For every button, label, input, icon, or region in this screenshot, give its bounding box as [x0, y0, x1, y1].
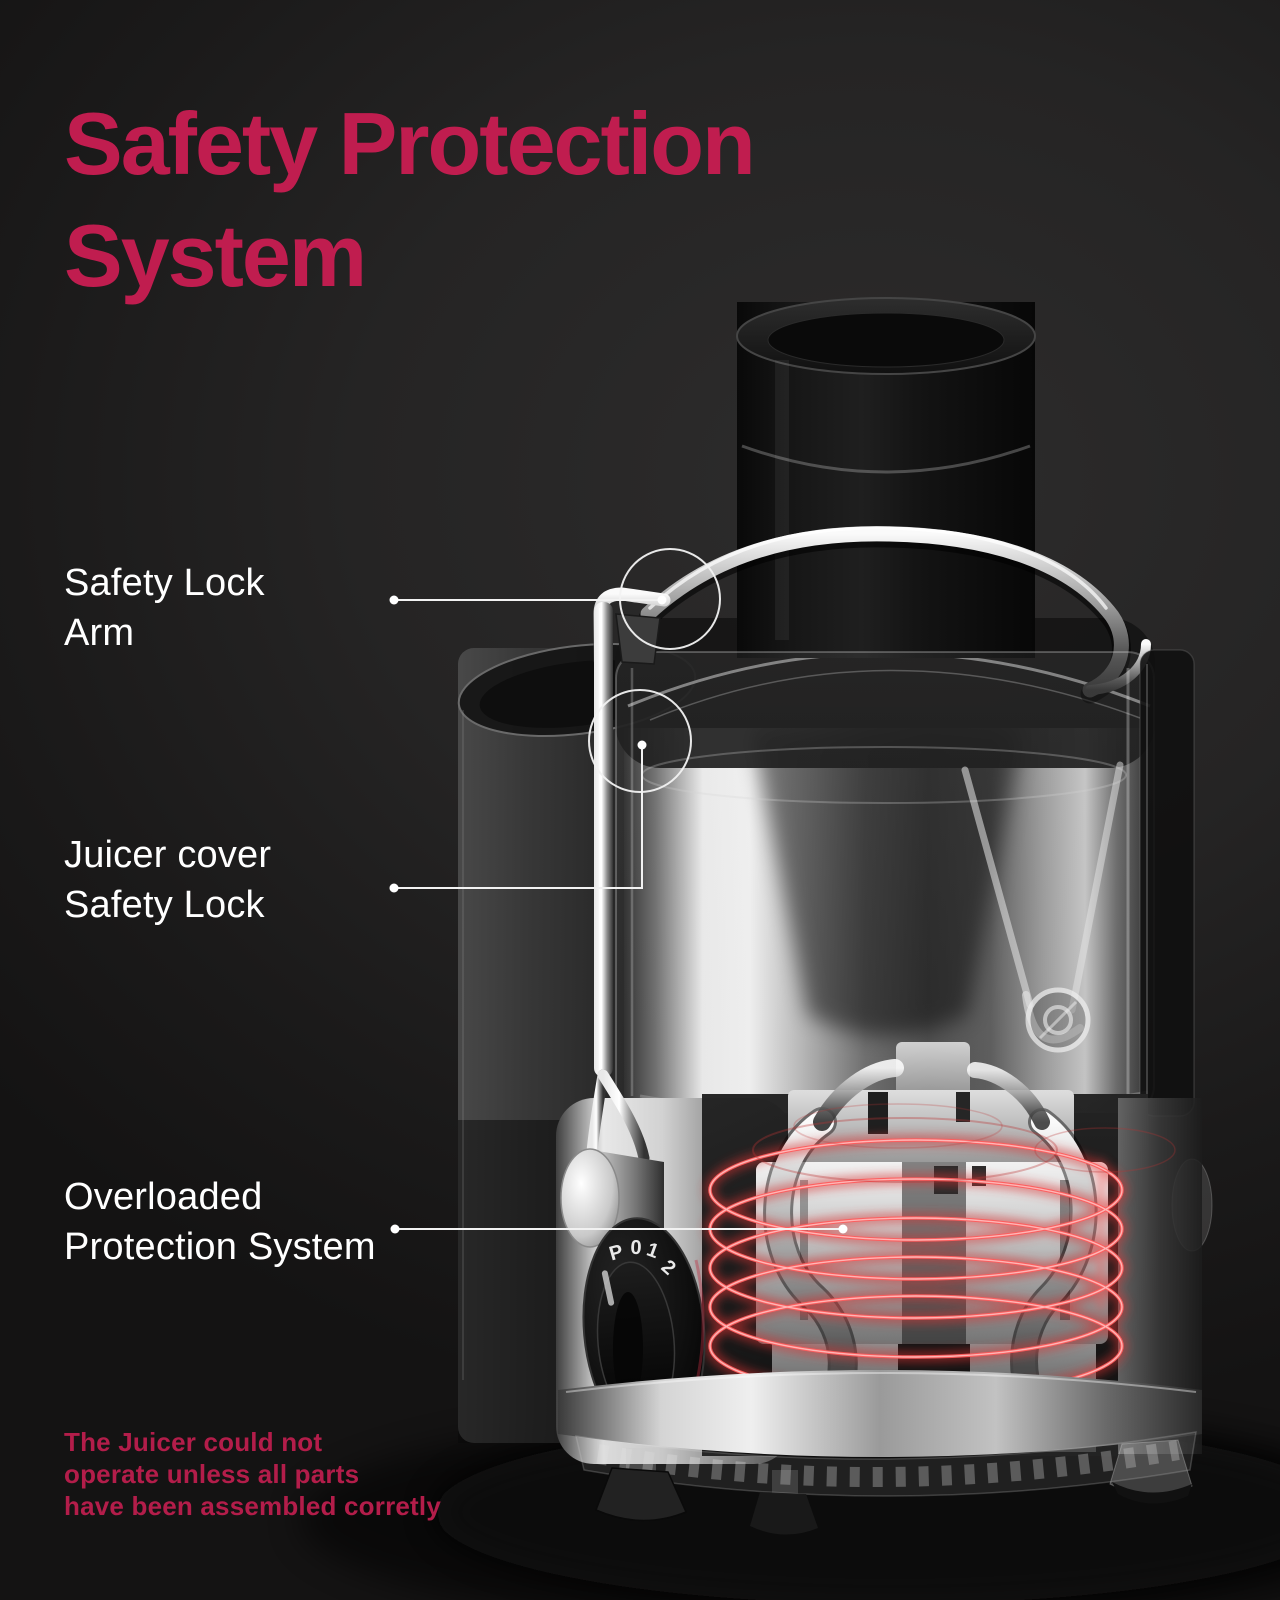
page-title-line-2: System — [64, 206, 367, 305]
dial-marking-p: P — [607, 1241, 626, 1266]
callout-label-line: Safety Lock — [64, 884, 265, 926]
callout-label-line: Arm — [64, 612, 135, 654]
foot-left — [595, 1448, 688, 1522]
callout-line-safety-lock-arm — [389, 595, 667, 605]
foot-middle — [750, 1470, 818, 1535]
base-trim-ring — [575, 1431, 1197, 1497]
assembly-note-line: have been assembled corretly — [64, 1491, 442, 1521]
callout-label-overloaded-protection: Overloaded Protection System — [64, 1172, 376, 1272]
callout-graphics — [389, 548, 848, 1234]
dial-marking-0: 0 — [630, 1237, 642, 1259]
callout-label-juicer-cover-safety-lock: Juicer cover Safety Lock — [64, 830, 271, 930]
assembly-note-line: operate unless all parts — [64, 1459, 360, 1489]
cover-safety-lock-rod — [560, 587, 671, 1248]
page-title: Safety Protection System — [64, 88, 756, 312]
callout-line-cover-safety-lock — [389, 740, 647, 893]
page-title-line-1: Safety Protection — [64, 94, 756, 193]
assembly-note: The Juicer could not operate unless all … — [64, 1426, 441, 1522]
callout-label-line: Overloaded — [64, 1176, 263, 1218]
callout-label-line: Juicer cover — [64, 834, 272, 876]
callout-label-safety-lock-arm: Safety Lock Arm — [64, 558, 265, 658]
assembly-note-line: The Juicer could not — [64, 1427, 323, 1457]
focus-circle-cover-safety-lock — [588, 689, 692, 793]
callout-label-line: Protection System — [64, 1226, 376, 1268]
callout-line-overloaded-protection — [390, 1224, 848, 1234]
foot-right — [1109, 1439, 1193, 1504]
callout-label-line: Safety Lock — [64, 562, 265, 604]
feed-chute — [736, 297, 1036, 658]
base — [558, 1370, 1202, 1535]
cover-tube-rim-highlight — [741, 444, 1031, 474]
dial-indicator-notch — [601, 1270, 615, 1306]
cover-latch-channel — [1139, 649, 1195, 1117]
transparent-cover — [615, 649, 1213, 1252]
